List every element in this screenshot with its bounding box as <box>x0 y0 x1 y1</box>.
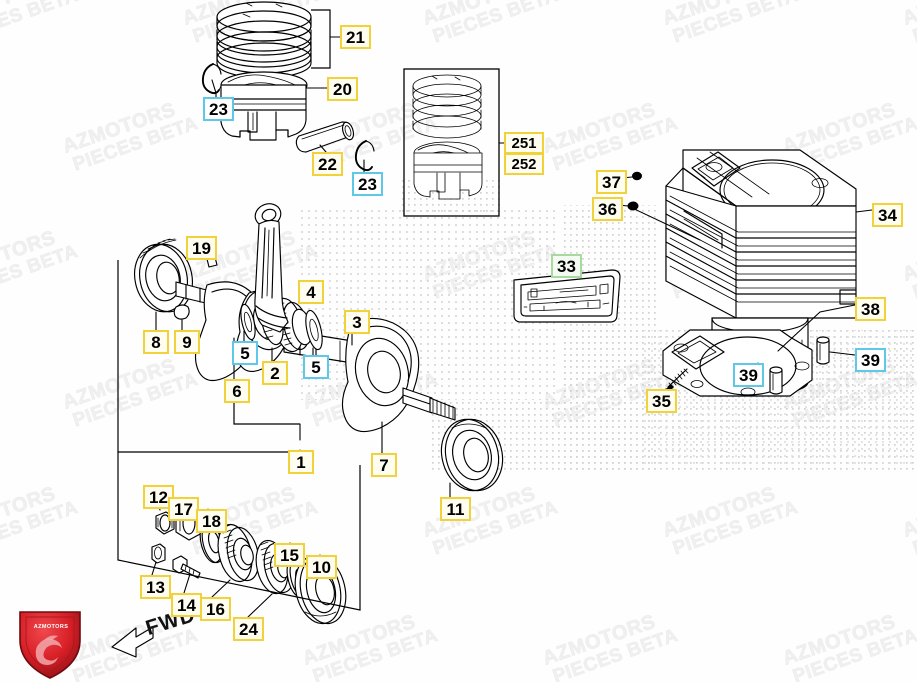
gasket-set-33 <box>513 269 621 323</box>
callout-label-4[interactable]: 4 <box>298 280 324 304</box>
callout-label-10[interactable]: 10 <box>306 555 337 579</box>
callout-label-21[interactable]: 21 <box>340 25 371 49</box>
logo-wordmark: AZMOTORS <box>33 624 69 630</box>
starter-gear-16 <box>217 523 260 583</box>
callout-label-5[interactable]: 5 <box>303 355 329 379</box>
callout-label-5[interactable]: 5 <box>232 341 258 365</box>
callout-label-34[interactable]: 34 <box>872 203 903 227</box>
main-bearing-8 <box>134 238 193 313</box>
callout-label-2[interactable]: 2 <box>262 361 288 385</box>
callout-label-35[interactable]: 35 <box>646 389 677 413</box>
collar-13 <box>151 543 166 564</box>
callout-label-23[interactable]: 23 <box>352 172 383 196</box>
callout-label-33[interactable]: 33 <box>551 254 582 278</box>
callout-label-20[interactable]: 20 <box>327 77 358 101</box>
callout-label-19[interactable]: 19 <box>186 236 217 260</box>
circlip-23-right <box>354 140 375 172</box>
callout-label-8[interactable]: 8 <box>143 330 169 354</box>
callout-label-36[interactable]: 36 <box>592 197 623 221</box>
callout-label-13[interactable]: 13 <box>140 575 171 599</box>
piston-pin-22 <box>295 121 355 153</box>
azmotors-logo <box>19 611 81 679</box>
bolt-14 <box>172 555 201 579</box>
callout-label-39[interactable]: 39 <box>733 363 764 387</box>
thrust-washer-5b <box>305 309 323 351</box>
callout-label-24[interactable]: 24 <box>233 617 264 641</box>
washer-37 <box>632 171 642 181</box>
callout-label-18[interactable]: 18 <box>196 509 227 533</box>
callout-label-1[interactable]: 1 <box>288 450 314 474</box>
woodruff-key-9 <box>173 304 190 320</box>
callout-label-6[interactable]: 6 <box>224 379 250 403</box>
callout-label-7[interactable]: 7 <box>371 453 397 477</box>
callout-label-11[interactable]: 11 <box>440 497 471 521</box>
callout-label-15[interactable]: 15 <box>274 543 305 567</box>
fwd-arrow-icon <box>111 626 154 658</box>
piston-20 <box>220 71 308 141</box>
callout-label-22[interactable]: 22 <box>312 152 343 176</box>
callout-label-3[interactable]: 3 <box>344 310 370 334</box>
callout-label-39[interactable]: 39 <box>855 348 886 372</box>
thrust-washer-5a <box>240 303 256 341</box>
piston-ring-set-21 <box>216 1 312 79</box>
callout-label-9[interactable]: 9 <box>174 330 200 354</box>
callout-label-14[interactable]: 14 <box>171 593 202 617</box>
nut-36 <box>627 201 639 211</box>
dowel-pin-39-right <box>816 336 830 365</box>
callout-label-252[interactable]: 252 <box>504 153 544 175</box>
main-bearing-11 <box>440 418 504 492</box>
callout-label-37[interactable]: 37 <box>596 170 627 194</box>
callout-label-23[interactable]: 23 <box>203 97 234 121</box>
callout-label-17[interactable]: 17 <box>168 497 199 521</box>
callout-label-16[interactable]: 16 <box>200 597 231 621</box>
callout-label-251[interactable]: 251 <box>504 132 544 154</box>
connecting-rod-6 <box>254 203 291 333</box>
callout-label-38[interactable]: 38 <box>855 297 886 321</box>
circlip-23-left <box>201 63 222 95</box>
dowel-pin-39-left <box>769 366 783 395</box>
